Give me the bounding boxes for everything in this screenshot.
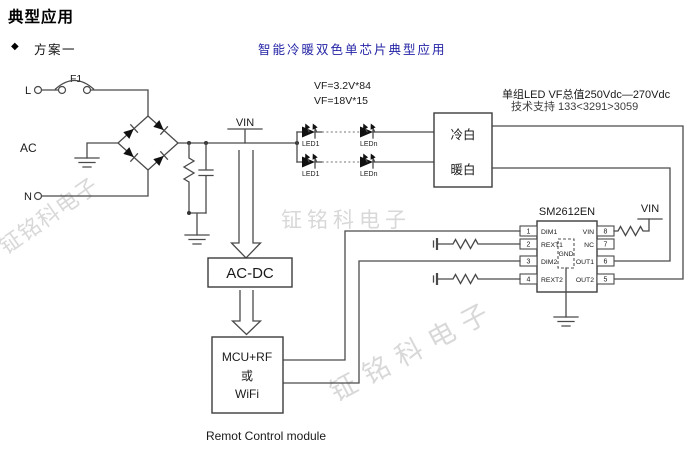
vin-label: VIN: [236, 117, 254, 129]
led-vf-total-note: 单组LED VF总值250Vdc—270Vdc: [502, 87, 671, 101]
pin-label: DIM1: [541, 229, 557, 236]
fuse: F1: [54, 73, 149, 117]
vf-note-2: VF=18V*15: [314, 95, 368, 107]
warm-white-label: 暖白: [450, 162, 475, 177]
remote-module-caption: Remot Control module: [206, 429, 326, 443]
pin-number: 3: [527, 259, 531, 266]
pin-number: 5: [604, 277, 608, 284]
vin-terminal-left: VIN: [227, 117, 263, 144]
terminal-icon: [432, 271, 439, 287]
pin-number: 2: [527, 242, 531, 249]
pin-number: 1: [527, 229, 531, 236]
pin-number: 7: [604, 242, 608, 249]
neutral-input: N: [24, 169, 149, 203]
watermark-text: 钲铭科电子: [281, 209, 411, 232]
pin-label: REXT1: [541, 242, 563, 249]
diamond-bullet-icon: ◆: [11, 41, 19, 52]
led-icon: [360, 122, 377, 138]
ground-icon: [74, 157, 100, 168]
acdc-block: AC-DC: [207, 257, 293, 288]
vf-note-1: VF=3.2V*84: [314, 80, 371, 92]
ac-label: AC: [20, 141, 37, 155]
led-label: LEDn: [360, 171, 378, 178]
resistor-icon: [436, 238, 521, 250]
led-label: LED1: [302, 171, 320, 178]
rext1-network: [432, 236, 521, 252]
acdc-label: AC-DC: [226, 265, 274, 282]
diagram-title: 智能冷暖双色单芯片典型应用: [258, 43, 447, 57]
resistor-icon: [182, 142, 196, 214]
led-string-warm: LED1 LEDn: [296, 152, 435, 178]
led-icon: [302, 122, 319, 138]
down-arrow-icon: [230, 290, 263, 336]
resistor-icon: [436, 273, 521, 285]
resistor-icon: [613, 218, 650, 237]
mcu-label-line3: WiFi: [235, 387, 259, 401]
pin-label: REXT2: [541, 277, 563, 284]
vin-label: VIN: [641, 203, 659, 215]
mcu-block: MCU+RF 或 WiFi: [211, 336, 284, 414]
chip-sm2612en: SM2612EN 1 2 3 4 DIM1 REXT1 DIM2 REXT2 8…: [519, 206, 615, 327]
pin-label: VIN: [583, 229, 594, 236]
capacitor-icon: [198, 142, 214, 214]
vin-terminal-right: VIN: [613, 203, 663, 237]
fuse-label: F1: [70, 73, 82, 85]
bridge-ground: [74, 142, 119, 168]
out1-wire: [491, 167, 671, 262]
pin-label: OUT2: [576, 277, 594, 284]
mcu-label-line2: 或: [241, 369, 253, 383]
led-icon: [302, 152, 319, 168]
ground-icon: [184, 234, 210, 245]
neutral-terminal-icon: [33, 191, 43, 201]
dim2-wire: [282, 260, 521, 384]
pin-number: 4: [527, 277, 531, 284]
pin-label: OUT1: [576, 259, 594, 266]
gnd-label: GND: [558, 251, 573, 258]
led-string-cold: LED1 LEDn: [296, 122, 435, 163]
ground-icon: [553, 316, 579, 327]
neutral-label: N: [24, 191, 32, 203]
rext2-network: [432, 271, 521, 287]
pin-label: DIM2: [541, 259, 557, 266]
watermark-text: 钲铭科电子: [0, 173, 103, 259]
cct-led-box: 冷白 暖白: [433, 112, 493, 188]
support-note: 技术支持 133<3291>3059: [511, 99, 638, 113]
cold-white-label: 冷白: [450, 127, 475, 142]
terminal-icon: [432, 236, 439, 252]
scheme-label: 方案一: [34, 43, 77, 57]
led-label: LEDn: [360, 141, 378, 148]
led-label: LED1: [302, 141, 320, 148]
led-icon: [360, 152, 377, 168]
bridge-rectifier: [117, 115, 179, 171]
chip-name: SM2612EN: [539, 206, 595, 218]
down-arrow-icon: [229, 150, 263, 259]
out2-wire: [491, 125, 684, 280]
live-input: L: [25, 85, 60, 97]
dc-rail: [177, 141, 299, 145]
input-filter: [182, 142, 214, 245]
page-title: 典型应用: [8, 9, 75, 26]
dim1-wire: [282, 230, 521, 361]
live-terminal-icon: [33, 85, 43, 95]
pin-label: NC: [584, 242, 594, 249]
watermark-text: 钲铭科电子: [325, 294, 502, 407]
mcu-label-line1: MCU+RF: [222, 350, 272, 364]
pin-number: 8: [604, 229, 608, 236]
pin-number: 6: [604, 259, 608, 266]
live-label: L: [25, 85, 31, 97]
